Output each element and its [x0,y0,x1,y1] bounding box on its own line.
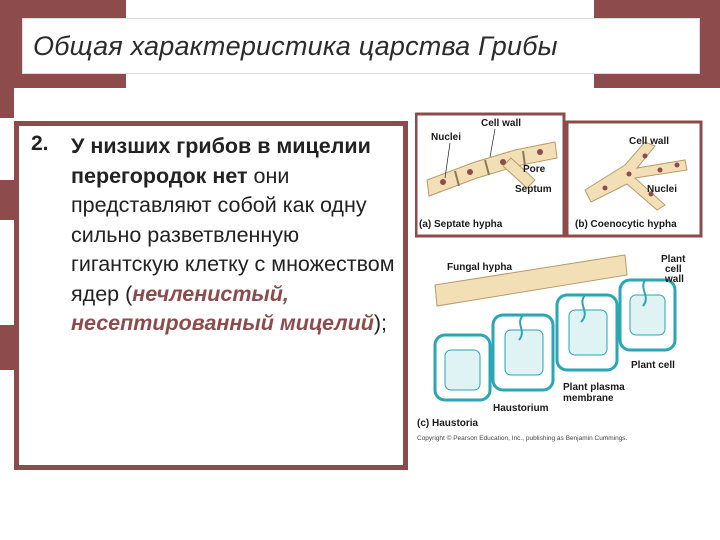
b-caption: (b) Coenocytic hypha [575,219,677,230]
c-label-haustorium: Haustorium [493,403,549,414]
panel-a-frame [415,112,566,238]
decor-bar-left-low [0,325,14,370]
hypha-figure: Nuclei Cell wall Pore Septum (a) Septate… [415,112,703,442]
a-label-septum: Septum [515,184,552,195]
a-caption: (a) Septate hypha [419,219,503,230]
text-frame: 2. У низших грибов в мицелии перегородок… [14,121,408,470]
decor-bar-left-top [0,0,14,118]
septate-hypha-drawing [426,141,558,197]
c-caption: (c) Haustoria [417,418,479,429]
point-middle-text: они представляют собой как одну сильно р… [71,163,395,306]
decor-bar-right [700,0,720,88]
c-label-plasma-2: membrane [563,393,614,404]
point-text: У низших грибов в мицелии перегородок не… [71,132,401,339]
slide-title: Общая характеристика царства Грибы [33,30,558,61]
b-label-cell-wall: Cell wall [629,136,669,147]
a-label-cell-wall: Cell wall [481,118,521,129]
c-label-fungal-hypha: Fungal hypha [447,262,512,273]
point-term: нечленистый, несептированный мицелий [71,281,374,336]
c-label-cell: cell [665,264,682,275]
paren-open: ( [125,281,133,306]
c-label-plant-cell: Plant cell [631,360,675,371]
b-label-nuclei: Nuclei [647,184,677,195]
coenocytic-hypha-drawing [584,141,688,211]
a-label-nuclei: Nuclei [431,132,461,143]
c-label-plasma-1: Plant plasma [563,382,625,393]
c-label-wall: wall [664,274,684,285]
paren-close: ); [373,311,387,335]
point-number: 2. [31,132,49,155]
c-label-plant: Plant [661,254,686,265]
haustoria-drawing [433,254,677,402]
panel-b-frame [565,120,703,238]
title-box: Общая характеристика царства Грибы [22,18,700,74]
point-bold-lead: У низших грибов в мицелии перегородок не… [71,134,371,188]
a-label-pore: Pore [523,164,546,175]
decor-bar-left-mid [0,180,14,220]
figure-copyright: Copyright © Pearson Education, Inc., pub… [417,434,628,442]
